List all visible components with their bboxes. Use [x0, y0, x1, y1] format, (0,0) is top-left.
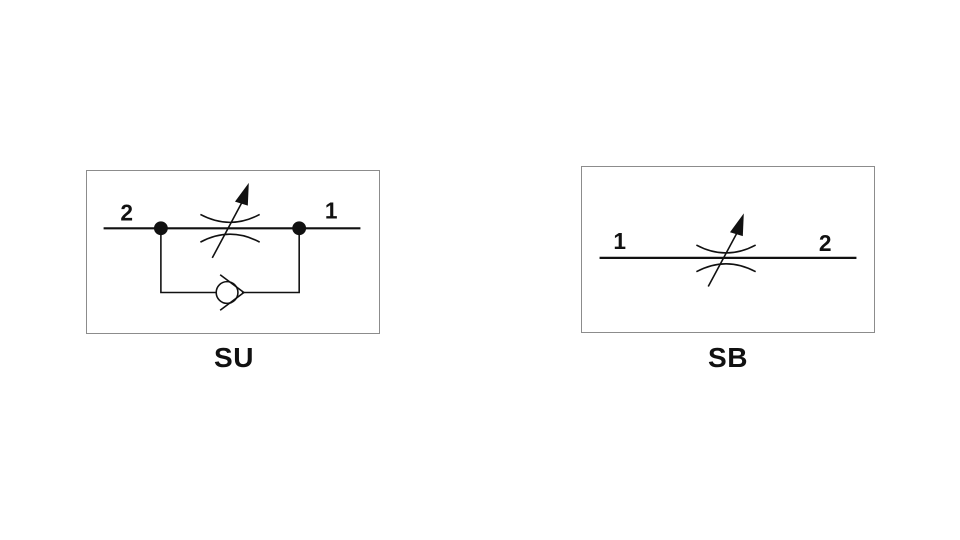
symbol-caption-su: SU — [214, 342, 254, 373]
symbol-su-diagram: 2 1 — [103, 182, 361, 311]
symbol-su-box: 2 1 — [86, 170, 380, 334]
port-label-left: 2 — [120, 199, 133, 225]
symbol-caption-sb: SB — [708, 342, 748, 373]
bypass-line-left — [160, 228, 217, 294]
port-label-left: 1 — [613, 228, 626, 254]
check-valve-icon — [215, 274, 246, 311]
symbol-sb-box: 1 2 — [581, 166, 875, 333]
adjustable-throttle-icon — [696, 213, 757, 287]
port-label-right: 2 — [819, 230, 832, 256]
bypass-line-right — [241, 228, 300, 294]
symbol-sb-diagram: 1 2 — [599, 213, 857, 287]
adjustable-throttle-icon — [200, 182, 261, 259]
port-label-right: 1 — [325, 197, 338, 223]
junction-dot-left — [153, 221, 168, 236]
junction-dot-right — [292, 221, 307, 236]
